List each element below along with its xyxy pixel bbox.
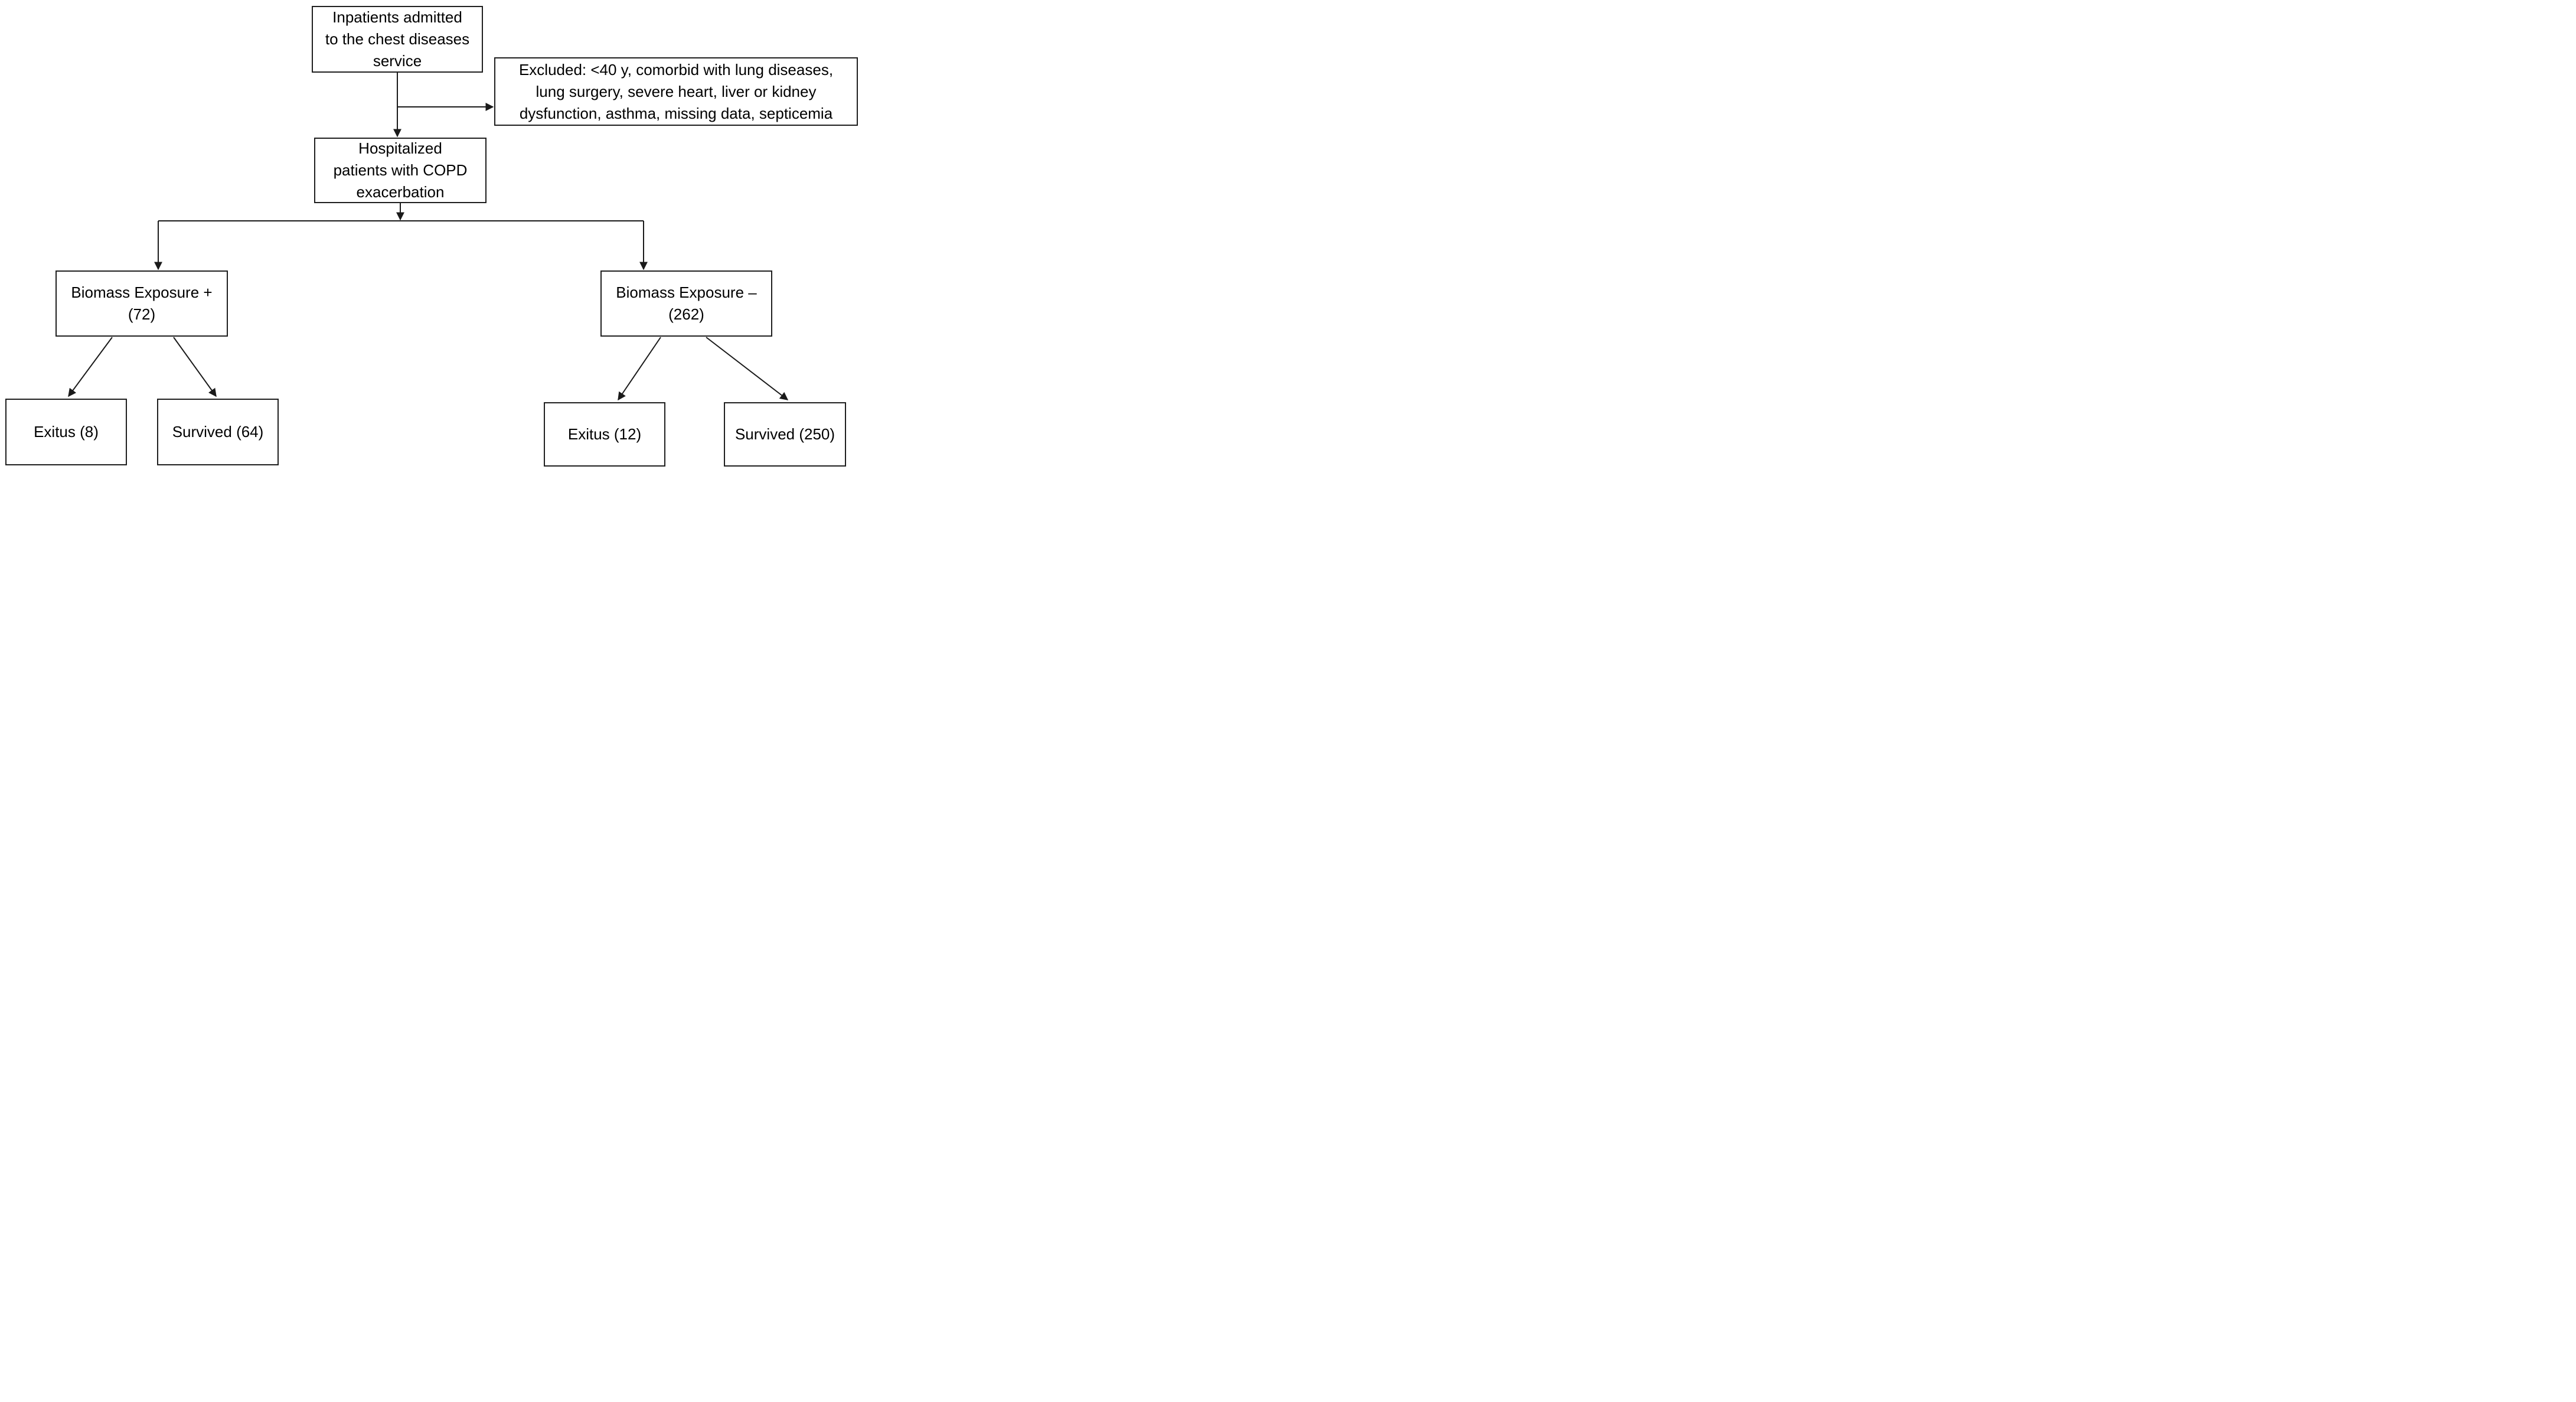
node-exitus-biomass-positive: Exitus (8) bbox=[5, 399, 127, 465]
node-text-line: lung surgery, severe heart, liver or kid… bbox=[536, 82, 817, 100]
node-text-line: patients with COPD bbox=[333, 161, 468, 179]
node-text-line: (262) bbox=[668, 305, 704, 323]
node-text-line: dysfunction, asthma, missing data, septi… bbox=[519, 104, 833, 122]
patient-flow-diagram: Inpatients admitted to the chest disease… bbox=[0, 0, 858, 467]
node-text-line: (72) bbox=[128, 305, 156, 323]
node-text-line: Exitus (12) bbox=[567, 425, 642, 443]
node-hospitalized-copd: Hospitalized patients with COPD exacerba… bbox=[314, 138, 487, 203]
node-survived-biomass-positive: Survived (64) bbox=[157, 399, 279, 465]
node-biomass-exposure-negative: Biomass Exposure – (262) bbox=[600, 270, 772, 337]
node-text-line: Excluded: <40 y, comorbid with lung dise… bbox=[518, 60, 834, 79]
node-text-line: to the chest diseases bbox=[325, 30, 470, 48]
node-exitus-biomass-negative: Exitus (12) bbox=[544, 402, 665, 467]
node-text-line: Exitus (8) bbox=[34, 423, 99, 441]
arrow-biomass-positive-to-survived bbox=[173, 337, 217, 397]
node-text-line: Inpatients admitted bbox=[332, 8, 462, 26]
node-text-line: Biomass Exposure + bbox=[71, 283, 213, 301]
arrow-biomass-negative-to-exitus bbox=[618, 337, 661, 401]
node-survived-biomass-negative: Survived (250) bbox=[724, 402, 846, 467]
node-biomass-exposure-positive: Biomass Exposure + (72) bbox=[55, 270, 228, 337]
node-inpatients-admitted: Inpatients admitted to the chest disease… bbox=[312, 6, 483, 73]
arrow-biomass-positive-to-exitus bbox=[68, 337, 113, 397]
node-text-line: Biomass Exposure – bbox=[616, 283, 757, 301]
node-excluded-criteria: Excluded: <40 y, comorbid with lung dise… bbox=[494, 57, 858, 126]
node-text-line: Survived (64) bbox=[172, 423, 264, 441]
node-text-line: exacerbation bbox=[356, 183, 445, 201]
node-text-line: service bbox=[373, 52, 422, 70]
node-text-line: Hospitalized bbox=[358, 139, 442, 157]
arrow-biomass-negative-to-survived bbox=[706, 337, 789, 400]
node-text-line: Survived (250) bbox=[734, 425, 835, 443]
